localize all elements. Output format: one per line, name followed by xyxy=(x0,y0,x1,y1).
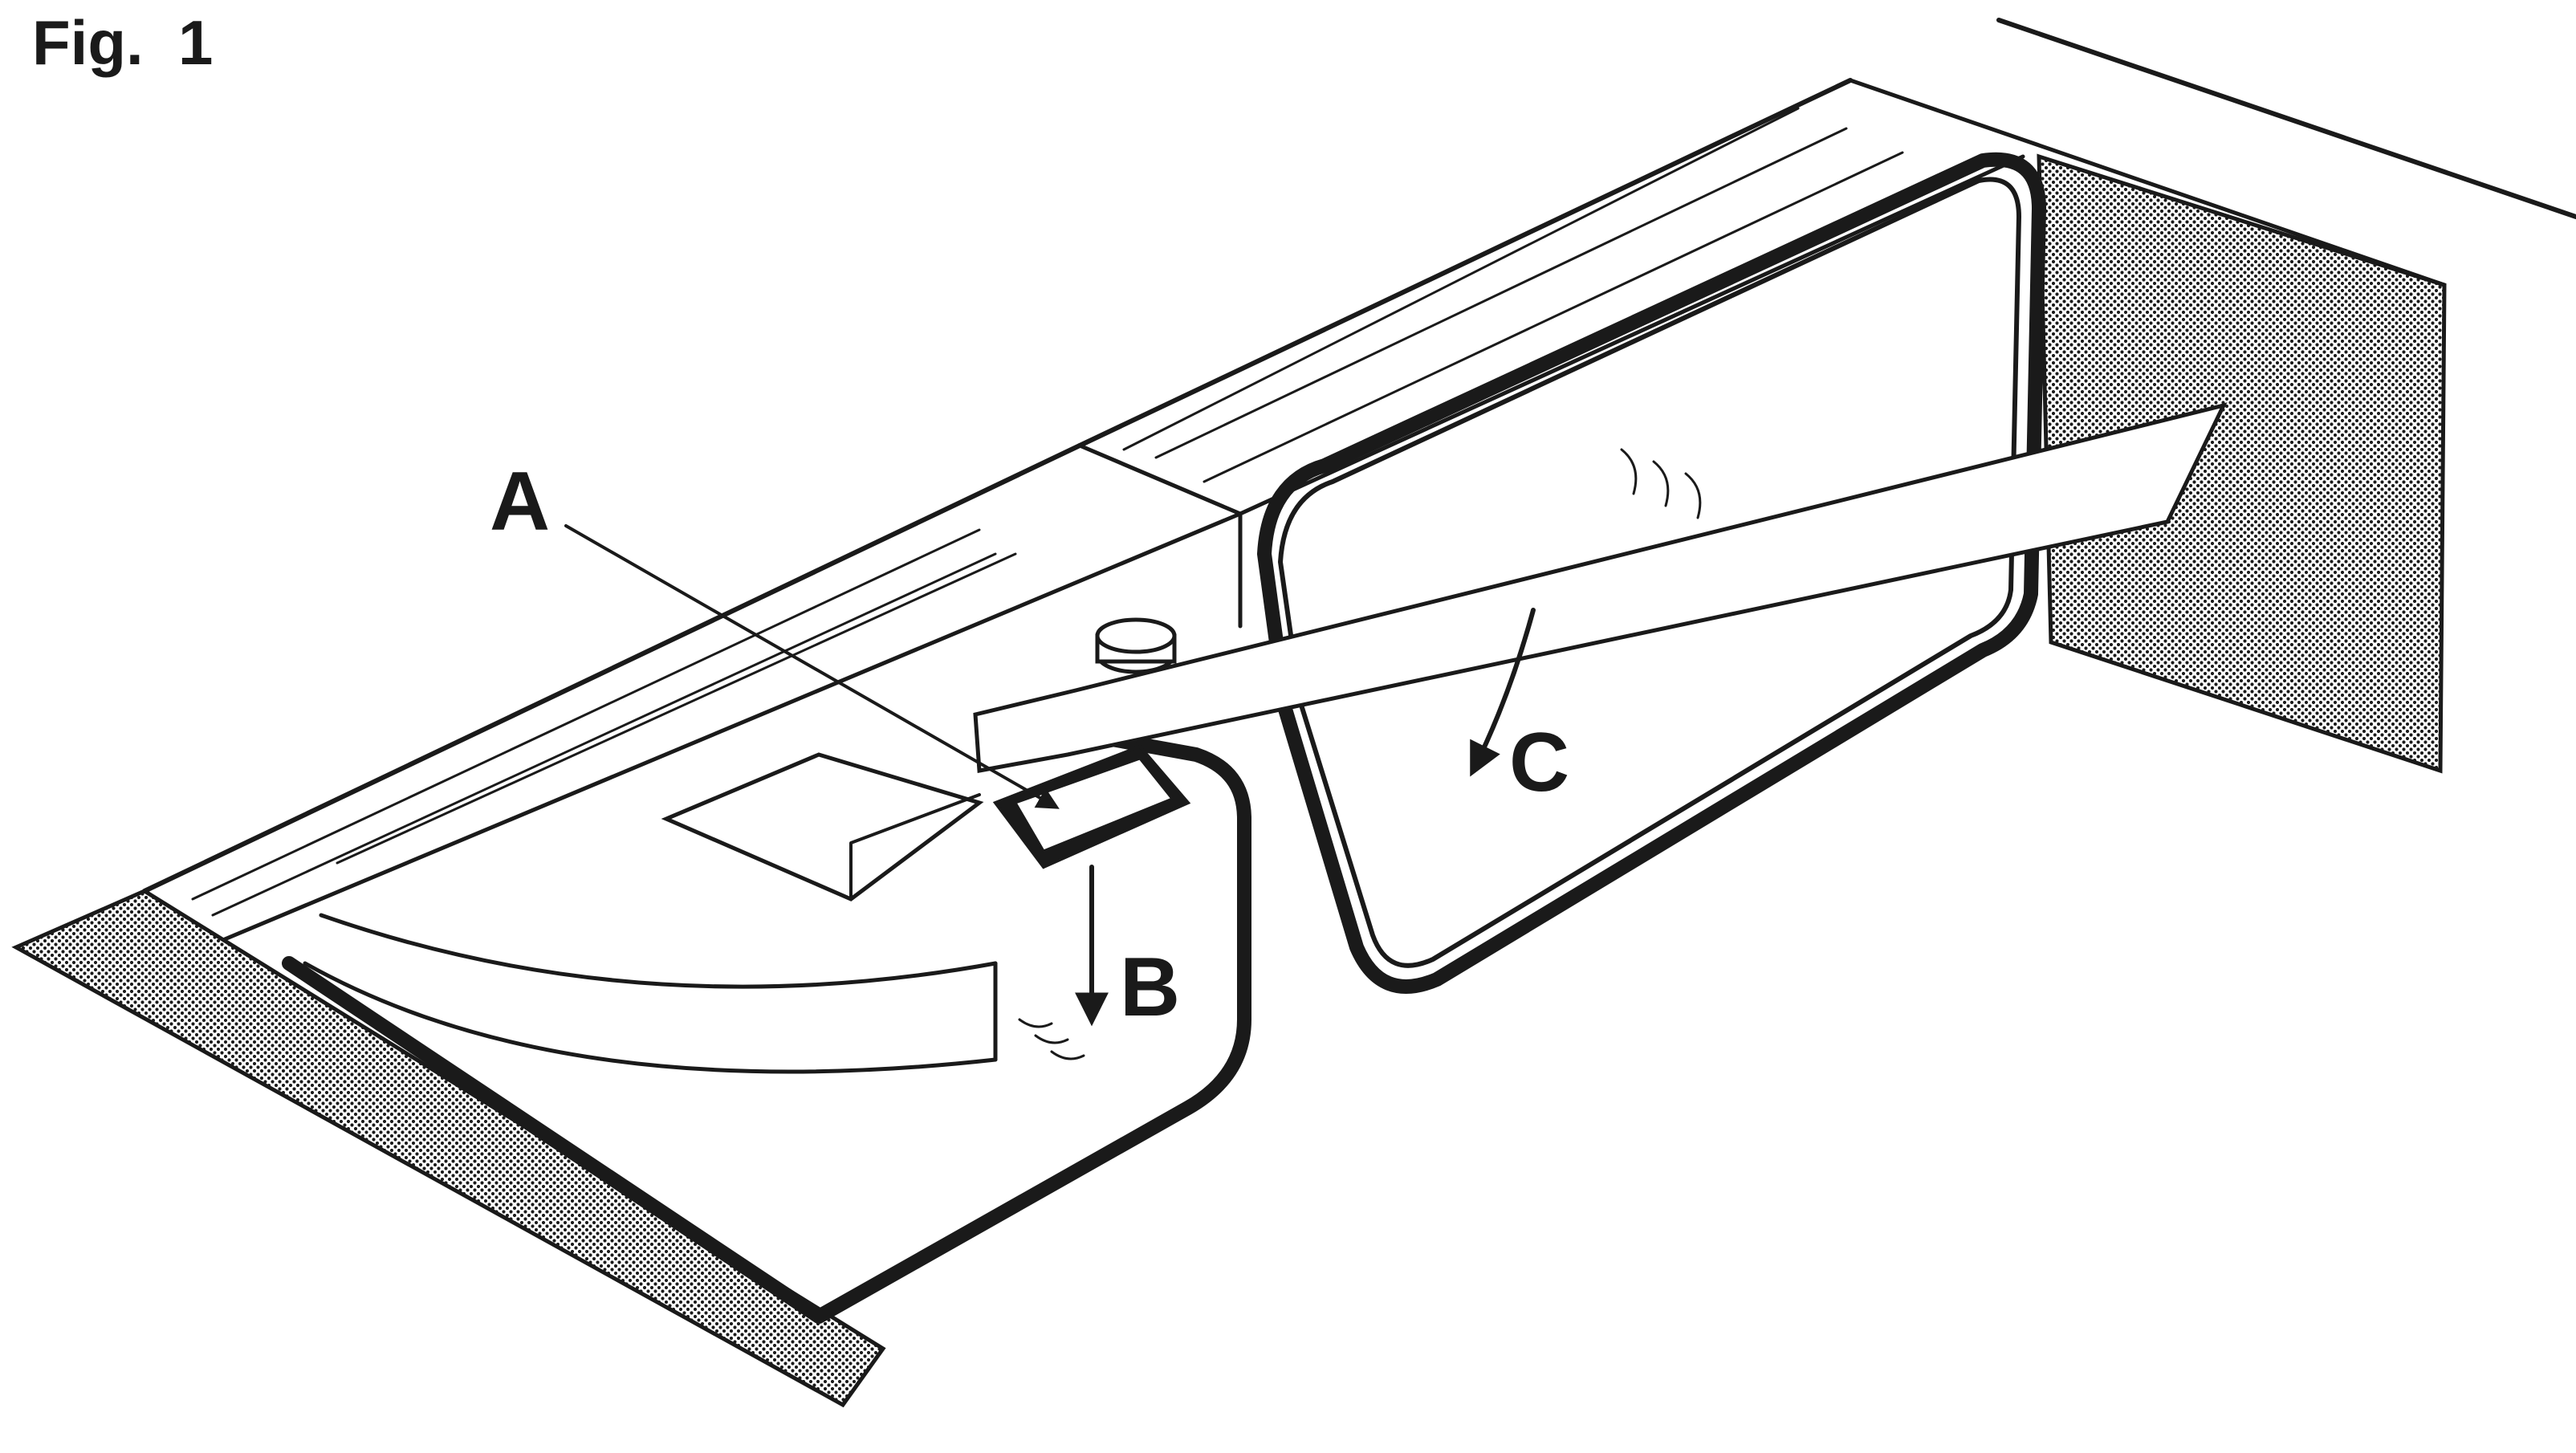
leader-line-a xyxy=(564,524,1060,809)
left-bracket xyxy=(282,731,1251,1324)
left-wall-section xyxy=(11,889,886,1408)
lever-block xyxy=(992,744,1191,869)
arrow-c xyxy=(1470,608,1536,777)
push-arm xyxy=(973,402,2228,773)
figure-title: Fig. 1 xyxy=(32,7,214,78)
ceiling-edge-line xyxy=(1848,78,2447,287)
label-b: B xyxy=(1120,941,1180,1034)
wooden-block xyxy=(661,752,984,902)
label-c: C xyxy=(1509,716,1569,809)
upper-edge-line xyxy=(1996,18,2576,219)
top-rail xyxy=(142,78,2025,942)
label-a: A xyxy=(490,455,550,548)
